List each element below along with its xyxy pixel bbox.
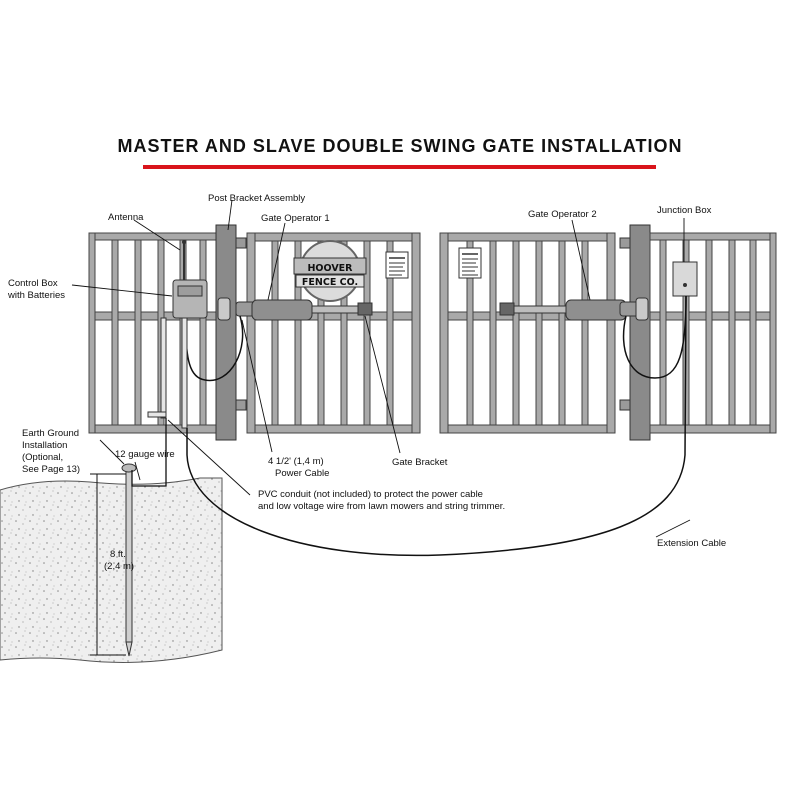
warning-sign-right [458,247,482,279]
extension-cable [186,295,687,557]
label-control-box-2: with Batteries [7,290,65,301]
right-fence-section [649,232,777,434]
right-gate-post [619,224,651,441]
warning-sign-left [385,251,409,279]
soil-ground [0,477,223,663]
label-gate-operator-2: Gate Operator 2 [528,209,597,220]
label-junction-box: Junction Box [657,205,712,216]
hinge-plates [217,297,649,321]
label-depth-1: 8 ft. [110,549,126,560]
label-power-cable-1: 4 1/2' (1,4 m) [268,456,324,467]
left-gate-post [215,224,247,441]
label-earth-ground-1: Earth Ground [22,428,79,439]
left-fence-section [88,232,217,434]
label-pvc-conduit-2: and low voltage wire from lawn mowers an… [258,501,505,512]
label-pvc-conduit-1: PVC conduit (not included) to protect th… [258,489,483,500]
label-extension-cable: Extension Cable [657,538,726,549]
ground-wire [131,418,167,487]
logo-line-2: FENCE CO. [302,277,358,288]
right-gate-leaf [439,232,616,434]
power-cable-2 [622,295,687,379]
label-gate-operator-1: Gate Operator 1 [261,213,330,224]
label-earth-ground-3: (Optional, [22,452,63,463]
title-underline [143,165,656,169]
antenna [182,240,186,280]
label-earth-ground-2: Installation [22,440,67,451]
label-post-bracket: Post Bracket Assembly [208,193,305,204]
label-earth-ground-4: See Page 13) [22,464,80,475]
label-control-box-1: Control Box [8,278,58,289]
label-power-cable-2: Power Cable [275,468,329,479]
page-title: MASTER AND SLAVE DOUBLE SWING GATE INSTA… [117,136,683,156]
depth-dimension [90,473,126,656]
pvc-conduit [147,317,188,429]
control-box [172,279,208,319]
label-gauge-wire: 12 gauge wire [115,449,175,460]
label-gate-bracket: Gate Bracket [392,457,448,468]
gate-operator-2 [499,299,643,321]
logo-line-1: HOOVER [307,263,353,274]
gate-operator-1 [235,299,373,321]
hoover-fence-logo: HOOVER FENCE CO. [293,240,367,302]
junction-box [672,261,698,297]
label-antenna: Antenna [108,212,144,223]
label-depth-2: (2,4 m) [104,561,134,572]
leader-lines [71,199,691,538]
